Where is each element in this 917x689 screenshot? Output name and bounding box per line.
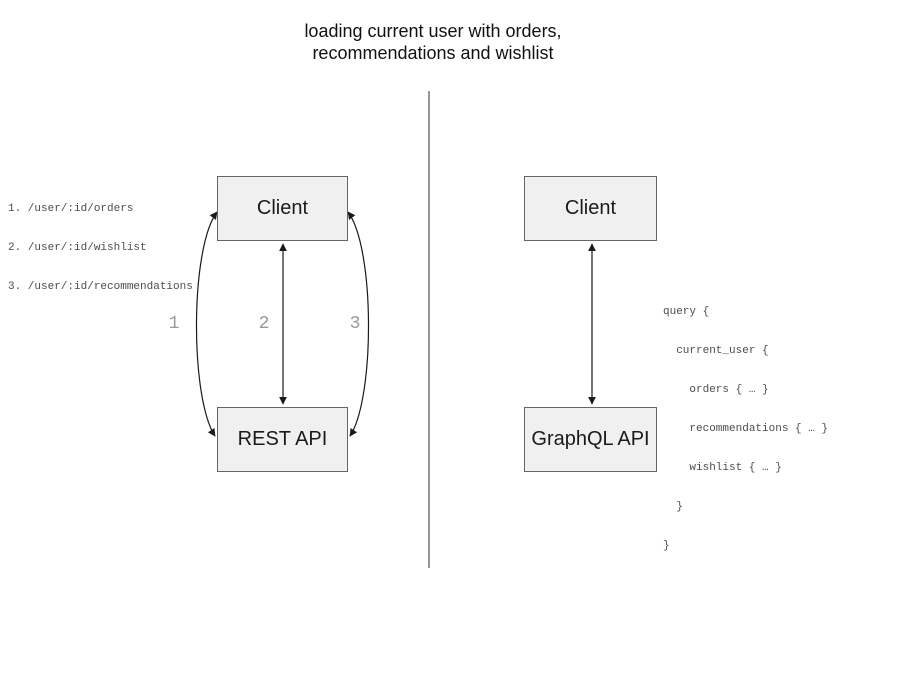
arrow-label-1: 1 [168,314,180,334]
title-line-2: recommendations and wishlist [312,43,554,63]
rest-endpoint-wishlist: 2. /user/:id/wishlist [8,242,147,254]
arrow-label-3: 3 [349,314,361,334]
query-line: current_user { [663,345,769,357]
graphql-query-snippet: query { current_user { orders { … } reco… [663,280,828,579]
rest-api-box: REST API [217,407,348,472]
rest-api-box-label: REST API [237,428,328,450]
graphql-client-box: Client [524,176,657,241]
rest-endpoint-list: 1. /user/:id/orders 2. /user/:id/wishlis… [8,177,193,320]
arrow-label-2: 2 [258,314,270,334]
query-line: query { [663,306,710,318]
graphql-client-box-label: Client [564,197,617,219]
query-line: } [663,501,683,513]
rest-client-box: Client [217,176,348,241]
query-line: wishlist { … } [663,462,782,474]
diagram-title: loading current user with orders, recomm… [183,20,683,64]
rest-arrow-3 [347,211,370,437]
query-line: } [663,540,670,552]
rest-endpoint-recommendations: 3. /user/:id/recommendations [8,281,193,293]
graphql-api-box-label: GraphQL API [531,428,650,450]
title-line-1: loading current user with orders, [304,21,562,41]
query-line: recommendations { … } [663,423,829,435]
rest-endpoint-orders: 1. /user/:id/orders [8,203,134,215]
rest-client-box-label: Client [256,197,309,219]
query-line: orders { … } [663,384,769,396]
graphql-api-box: GraphQL API [524,407,657,472]
rest-arrow-1 [195,211,218,437]
